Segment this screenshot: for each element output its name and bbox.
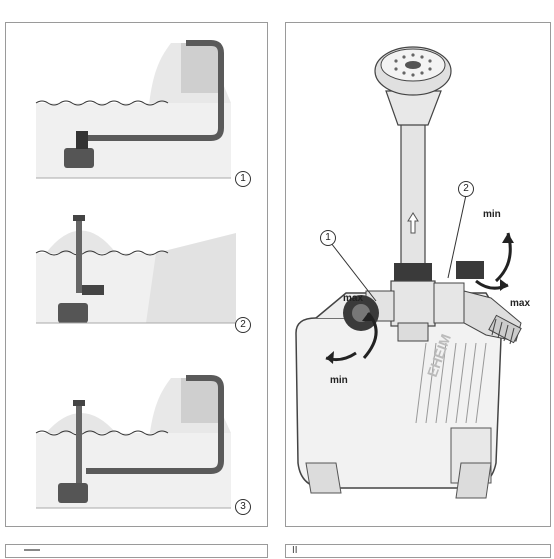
t-piece-2 bbox=[82, 285, 104, 295]
valve-2-max-label: max bbox=[510, 298, 531, 309]
next-panel-left-edge bbox=[5, 544, 268, 558]
valve-1-min-label: min bbox=[330, 375, 348, 386]
nozzle-3 bbox=[73, 400, 85, 406]
valve-2 bbox=[433, 261, 522, 345]
valve-2-knob bbox=[456, 261, 484, 279]
waterfall-box-3 bbox=[181, 378, 221, 423]
valve-1-arrow-max bbox=[362, 311, 378, 359]
pump-detail-panel: EHEIM 1 2 max min min max bbox=[285, 22, 551, 527]
flow-arrow-up bbox=[407, 212, 419, 234]
hose-3 bbox=[86, 375, 224, 474]
riser-tube bbox=[400, 122, 426, 284]
valve-2-min-label: min bbox=[483, 209, 501, 220]
callout-1-leader bbox=[330, 242, 377, 302]
scenario-2-fountain bbox=[35, 215, 236, 324]
pump-outlet-1 bbox=[76, 131, 88, 149]
riser-tube-3 bbox=[76, 403, 82, 483]
pump-2 bbox=[58, 303, 88, 323]
t-piece bbox=[390, 263, 436, 342]
installation-variants-drawing bbox=[35, 40, 236, 509]
fountain-head bbox=[374, 46, 452, 126]
water-surface-1 bbox=[35, 100, 169, 106]
water-surface-2 bbox=[35, 250, 169, 256]
callout-2-leader bbox=[447, 194, 467, 279]
next-panel-mark: II bbox=[292, 545, 298, 556]
valve-1-max-label: max bbox=[343, 293, 364, 304]
water-surface-3 bbox=[35, 430, 169, 436]
callout-number-1: 1 bbox=[320, 230, 336, 246]
riser-tube-2 bbox=[76, 218, 82, 293]
scenario-3-combined bbox=[35, 375, 231, 509]
callout-number-2: 2 bbox=[458, 181, 474, 197]
pump-detail-drawing: EHEIM bbox=[295, 46, 522, 499]
step-number-2: 2 bbox=[235, 317, 251, 333]
hose-1 bbox=[86, 40, 224, 141]
scenario-1-external-spout bbox=[35, 40, 231, 179]
nut-top bbox=[394, 263, 432, 283]
pond-wall-2 bbox=[146, 233, 236, 323]
next-panel-right-edge: II bbox=[285, 544, 551, 558]
nozzle-2 bbox=[73, 215, 85, 221]
pump-1 bbox=[64, 148, 94, 168]
installation-variants-panel: 1 2 3 bbox=[5, 22, 268, 527]
step-number-3: 3 bbox=[235, 499, 251, 515]
pump-3 bbox=[58, 483, 88, 503]
next-panel-left-glyph bbox=[24, 549, 40, 551]
waterfall-box-1 bbox=[181, 43, 221, 93]
step-number-1: 1 bbox=[235, 171, 251, 187]
